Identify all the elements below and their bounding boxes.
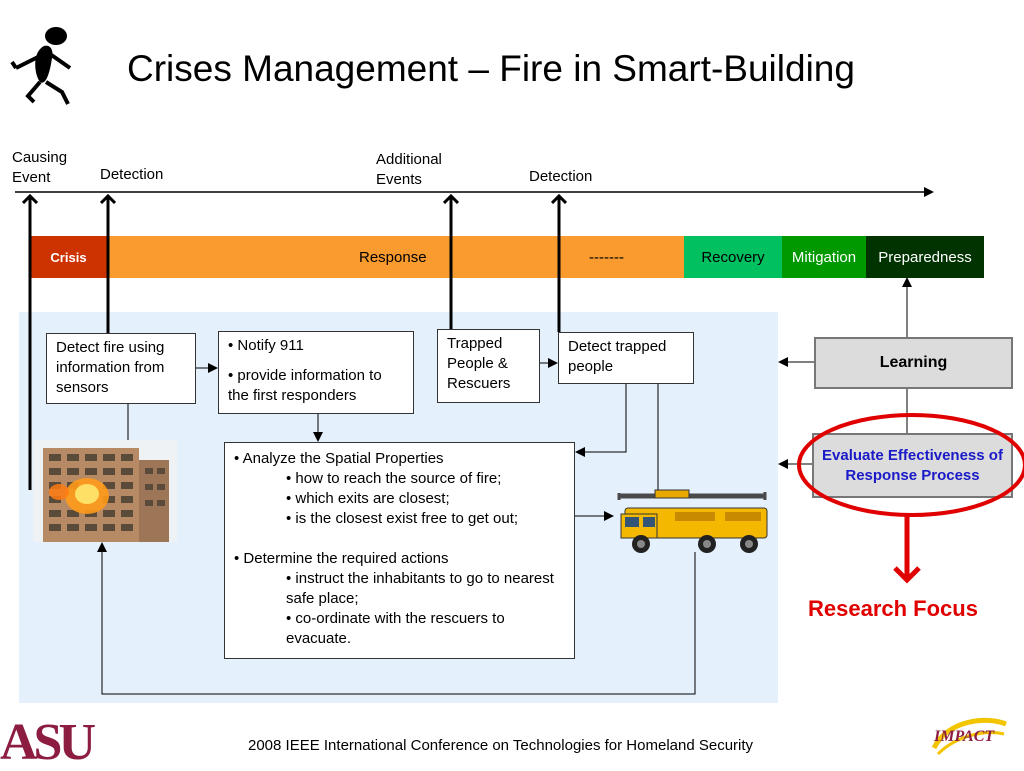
burning-building-image [33,440,177,542]
impact-swoosh-icon [931,717,1007,756]
causing-event-label: Causing Event [12,149,68,186]
research-focus-highlight [797,413,1024,517]
impact-logo: IMPACT [928,714,1010,762]
actions-item: • co-ordinate with the rescuers to evacu… [286,610,505,647]
detect-trapped-box: Detect trapped people [558,332,694,384]
footer-text: 2008 IEEE International Conference on Te… [248,737,754,754]
running-figure-icon [10,27,72,105]
detect-fire-text: Detect fire using information from senso… [56,339,165,396]
actions-item: • instruct the inhabitants to go to near… [286,570,554,607]
stage-recovery-label: Recovery [701,248,765,266]
evaluate-label: Evaluate Effectiveness of Response Proce… [822,446,1003,484]
actions-heading: • Determine the required actions [234,550,449,567]
stage-crisis: Crisis [30,236,107,278]
stage-mitigation-label: Mitigation [791,248,857,266]
stage-preparedness-label: Preparedness [878,248,972,266]
stage-response-label: Response [359,248,427,266]
detect-trapped-to-analyze-arrow [575,384,627,457]
notify-item-2: • provide information to the first respo… [228,367,382,404]
additional-events-label: Additional Events [376,151,442,188]
page-title: Crises Management – Fire in Smart-Buildi… [127,48,855,89]
notify-item-1: • Notify 911 [228,337,304,354]
stage-mitigation: Mitigation [782,236,866,278]
evaluate-box: Evaluate Effectiveness of Response Proce… [812,433,1013,498]
asu-logo: ASU [0,717,112,769]
stage-recovery: Recovery [684,236,782,278]
analyze-item: • is the closest exist free to get out; [286,510,519,527]
stage-response: Response ------- [107,236,684,278]
detect-fire-box: Detect fire using information from senso… [46,333,196,404]
stage-preparedness: Preparedness [866,236,984,278]
fire-truck-image [617,489,768,553]
learning-label: Learning [879,354,948,371]
detect-trapped-text: Detect trapped people [568,338,667,375]
notify-box: • Notify 911 • provide information to th… [218,331,414,414]
feedback-loop-arrow [97,542,696,695]
stage-crisis-label: Crisis [50,249,87,265]
impact-logo-text: IMPACT [934,728,995,745]
detection-label-2: Detection [529,168,593,185]
asu-logo-text: ASU [0,714,96,771]
detection-label-1: Detection [100,166,164,183]
analyze-box: • Analyze the Spatial Properties • how t… [224,442,575,659]
analyze-item: • how to reach the source of fire; [286,470,502,487]
analyze-heading: • Analyze the Spatial Properties [234,450,444,467]
analyze-item: • which exits are closest; [286,490,450,507]
learning-box: Learning [814,337,1013,389]
trapped-box: Trapped People & Rescuers [437,329,540,403]
research-focus-label: Research Focus [808,596,978,621]
trapped-text: Trapped People & Rescuers [447,335,511,392]
stage-dashes: ------- [589,248,624,266]
